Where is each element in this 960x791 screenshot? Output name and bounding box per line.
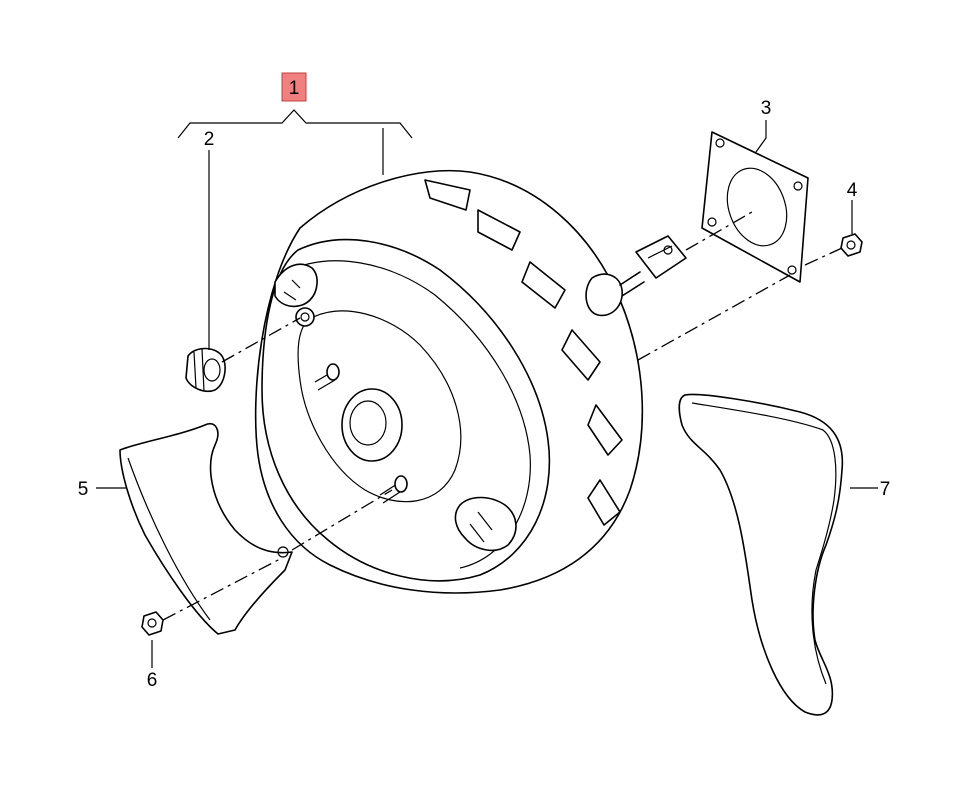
- nut-item-6[interactable]: [141, 611, 164, 636]
- insulation-pad-item-7[interactable]: [678, 393, 844, 716]
- nut-item-4[interactable]: [840, 233, 863, 257]
- gasket[interactable]: [701, 131, 809, 283]
- callout-1-highlight: [281, 72, 307, 102]
- heat-shield-item-5[interactable]: [119, 423, 293, 635]
- leader-lines: [96, 120, 878, 668]
- callout-5[interactable]: 5: [78, 479, 89, 500]
- group-bracket: [177, 109, 413, 175]
- grommet-item-2[interactable]: [185, 347, 226, 393]
- callout-7[interactable]: 7: [880, 479, 891, 500]
- callout-3[interactable]: 3: [761, 98, 772, 119]
- callout-6[interactable]: 6: [147, 670, 158, 691]
- callout-2[interactable]: 2: [204, 129, 215, 150]
- callout-4[interactable]: 4: [847, 180, 858, 201]
- callout-1[interactable]: 1: [289, 78, 300, 99]
- brake-booster[interactable]: [254, 169, 645, 594]
- pushrod-clevis[interactable]: [635, 235, 687, 279]
- callouts: 1 2 3 4 5 6 7: [78, 72, 891, 691]
- assembly-lines: [162, 211, 843, 621]
